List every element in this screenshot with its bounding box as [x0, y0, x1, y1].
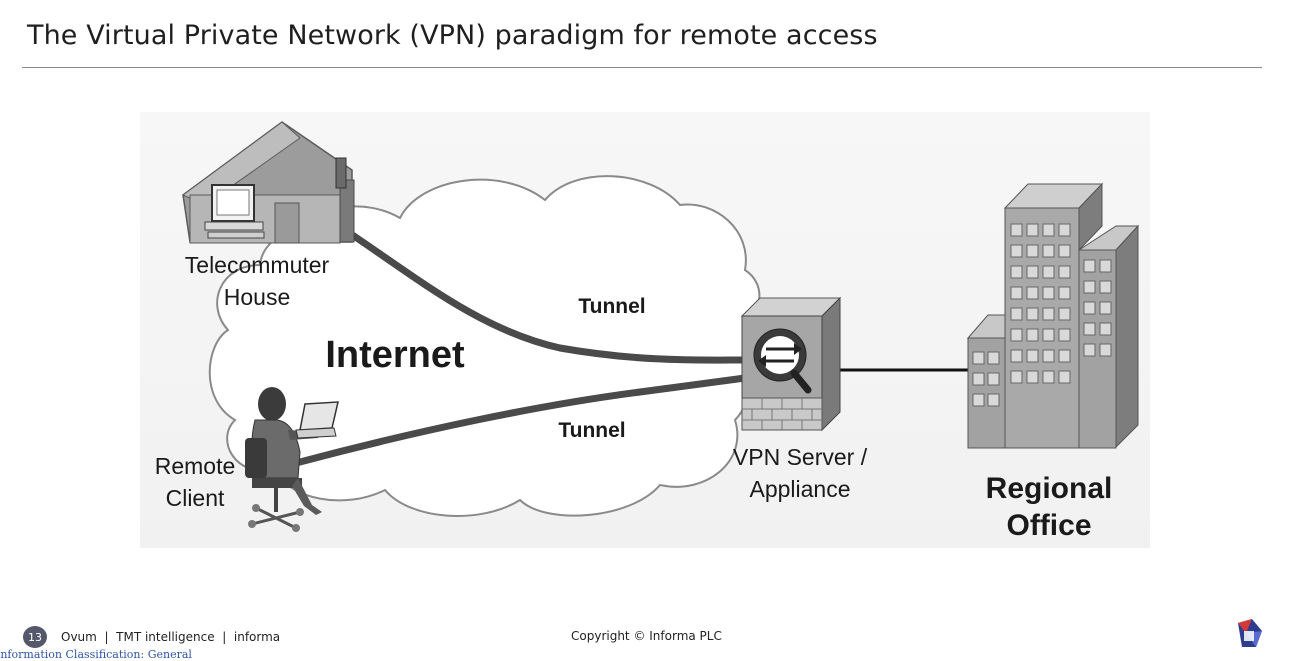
office-window: [1058, 349, 1071, 363]
vpn-appliance-icon: [740, 296, 842, 432]
office-window: [1058, 244, 1071, 258]
office-window: [1026, 328, 1039, 342]
office-window: [1042, 223, 1055, 237]
page-number-badge: 13: [23, 626, 47, 648]
office-window: [1083, 343, 1096, 357]
office-window: [1010, 349, 1023, 363]
office-window: [1010, 328, 1023, 342]
tunnel-label-upper: Tunnel: [578, 295, 645, 318]
internet-label: Internet: [325, 334, 465, 376]
office-window: [987, 393, 1000, 407]
office-window: [1042, 370, 1055, 384]
office-window: [972, 372, 985, 386]
office-window: [1099, 280, 1112, 294]
office-window: [1058, 286, 1071, 300]
office-window: [1026, 307, 1039, 321]
office-window: [1026, 349, 1039, 363]
tunnel-label-lower: Tunnel: [558, 419, 625, 442]
office-window: [1010, 265, 1023, 279]
office-window: [1083, 322, 1096, 336]
classification-label: Information Classification: General: [0, 648, 192, 661]
office-window: [1099, 343, 1112, 357]
tunnel-lower: [296, 374, 749, 466]
title-divider: [22, 67, 1262, 68]
internet-cloud-icon: [208, 175, 761, 517]
office-window: [1099, 322, 1112, 336]
footer-copyright: Copyright © Informa PLC: [571, 629, 722, 643]
house-with-computer-icon: [182, 121, 355, 244]
office-window: [1058, 265, 1071, 279]
office-window: [1083, 301, 1096, 315]
vpn-label-line1: VPN Server /: [733, 444, 868, 470]
office-label-line1: Regional: [986, 472, 1113, 505]
office-window: [987, 351, 1000, 365]
office-window: [1010, 307, 1023, 321]
office-window: [1058, 328, 1071, 342]
telecommuter-label-line1: Telecommuter: [185, 252, 330, 278]
office-window: [1058, 307, 1071, 321]
office-window: [1058, 370, 1071, 384]
office-window: [1083, 280, 1096, 294]
office-window: [1026, 286, 1039, 300]
office-window: [972, 351, 985, 365]
office-window: [1042, 286, 1055, 300]
office-window: [1026, 265, 1039, 279]
office-window: [1099, 259, 1112, 273]
office-window: [1042, 244, 1055, 258]
office-window: [1026, 244, 1039, 258]
office-window: [987, 372, 1000, 386]
vpn-diagram: Telecommuter House Internet Tunnel Tunne…: [140, 112, 1150, 548]
office-window: [1010, 223, 1023, 237]
remote-client-label-line1: Remote: [155, 453, 236, 479]
person-with-laptop-icon: [245, 387, 339, 532]
office-label-line2: Office: [1006, 509, 1091, 542]
office-window: [972, 393, 985, 407]
office-window: [1042, 349, 1055, 363]
office-window: [1010, 286, 1023, 300]
office-window: [1010, 370, 1023, 384]
office-window: [1042, 328, 1055, 342]
office-window: [1026, 223, 1039, 237]
slide-title: The Virtual Private Network (VPN) paradi…: [27, 20, 878, 51]
office-window: [1099, 301, 1112, 315]
office-building-icon: [966, 182, 1140, 449]
vpn-label-line2: Appliance: [749, 476, 850, 502]
office-window: [1042, 307, 1055, 321]
telecommuter-label-line2: House: [224, 284, 290, 310]
footer-brand: Ovum | TMT intelligence | informa: [61, 630, 281, 644]
office-window: [1010, 244, 1023, 258]
remote-client-label-line2: Client: [166, 485, 225, 511]
office-window: [1083, 259, 1096, 273]
office-window: [1058, 223, 1071, 237]
office-window: [1042, 265, 1055, 279]
informa-logo-icon: [1238, 619, 1262, 647]
office-window: [1026, 370, 1039, 384]
office-windows: [972, 223, 1112, 407]
tunnel-upper: [341, 226, 749, 364]
